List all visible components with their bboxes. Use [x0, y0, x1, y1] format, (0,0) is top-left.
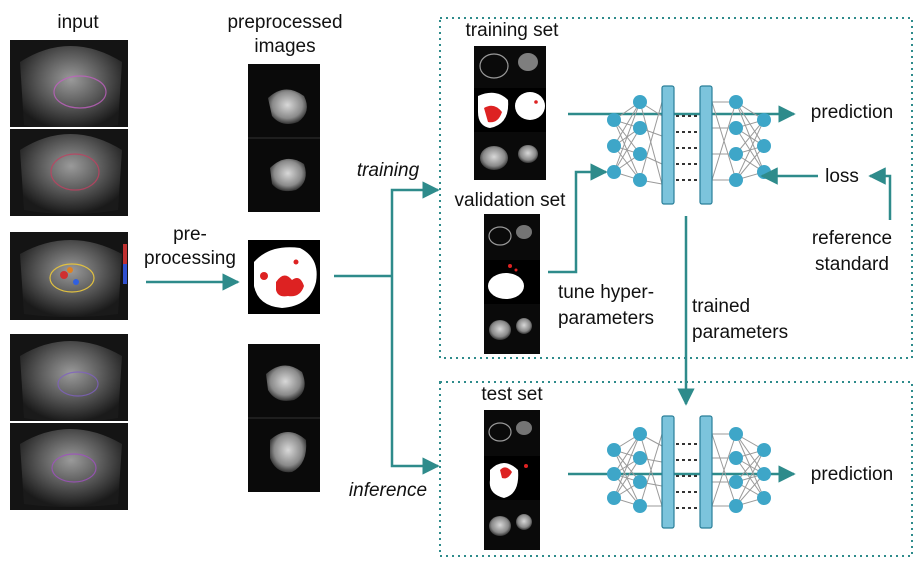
layer-bar-inference-1 — [661, 415, 675, 529]
test-box — [439, 381, 913, 557]
prediction-bottom-label: prediction — [811, 464, 893, 485]
test-set-label: test set — [481, 384, 543, 405]
preprocessing-label-2: processing — [144, 248, 236, 269]
preprocessed-image-stack-bottom — [248, 344, 320, 492]
preprocessed-label-1: preprocessed — [227, 12, 342, 33]
preprocessing-label-1: pre- — [173, 224, 207, 245]
test-set-images — [484, 410, 540, 550]
trained-label-2: parameters — [692, 322, 788, 343]
training-label: training — [357, 160, 420, 181]
validation-set-label: validation set — [455, 190, 567, 211]
network-nodes-inference — [607, 427, 771, 513]
loss-label: loss — [825, 166, 859, 187]
inference-arrow — [390, 276, 440, 475]
preprocessed-image-mask — [248, 240, 320, 314]
input-label: input — [57, 12, 99, 33]
reference-label-2: standard — [815, 254, 889, 275]
training-arrow — [390, 181, 440, 276]
validation-set-images — [484, 214, 540, 354]
preprocessed-image-stack-top — [248, 64, 320, 212]
layer-bar-inference-2 — [699, 415, 713, 529]
training-box — [439, 17, 913, 359]
layer-bar-training-2 — [699, 85, 713, 205]
reference-label-1: reference — [812, 228, 892, 249]
prediction-top-label: prediction — [811, 102, 893, 123]
tune-arrow — [548, 163, 608, 274]
training-set-label: training set — [466, 20, 560, 41]
input-ultrasound-doppler — [10, 232, 128, 320]
layer-bar-training-1 — [661, 85, 675, 205]
trained-label-1: trained — [692, 296, 750, 317]
input-ultrasound-group-1 — [10, 40, 128, 216]
input-ultrasound-group-2 — [10, 334, 128, 510]
reference-to-loss-arrow — [868, 167, 892, 220]
tune-label-1: tune hyper- — [558, 282, 654, 303]
neural-network-inference — [613, 433, 765, 509]
tune-label-2: parameters — [558, 308, 654, 329]
inference-label: inference — [349, 480, 427, 501]
preprocessed-label-2: images — [254, 36, 315, 57]
training-set-images — [474, 46, 546, 180]
